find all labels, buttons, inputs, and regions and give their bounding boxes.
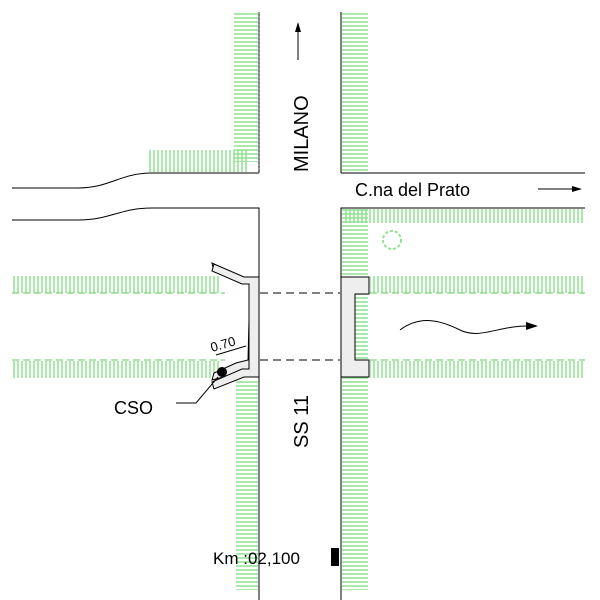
left-headwall-wing — [211, 263, 260, 390]
ss11-label: SS 11 — [291, 395, 313, 448]
milano-label: MILANO — [291, 95, 313, 172]
km-marker-post — [331, 548, 339, 566]
cso-leader — [176, 376, 219, 404]
flow-direction-icon — [399, 320, 538, 334]
cso-point[interactable] — [217, 367, 227, 377]
north-arrow-icon — [295, 22, 301, 60]
cna-del-prato-label: C.na del Prato — [355, 180, 470, 200]
culvert-lines — [260, 292, 340, 361]
dimension-line — [215, 345, 247, 356]
east-arrow-icon — [538, 186, 582, 192]
canal-lines — [12, 292, 585, 361]
dimension-label: 0.70 — [209, 333, 237, 354]
right-headwall — [340, 276, 370, 378]
tree-symbol — [382, 230, 402, 250]
cso-label: CSO — [114, 398, 153, 418]
vegetation-hatching — [12, 12, 585, 590]
km-marker-label: Km :02,100 — [213, 549, 300, 568]
road-edges — [12, 12, 585, 600]
